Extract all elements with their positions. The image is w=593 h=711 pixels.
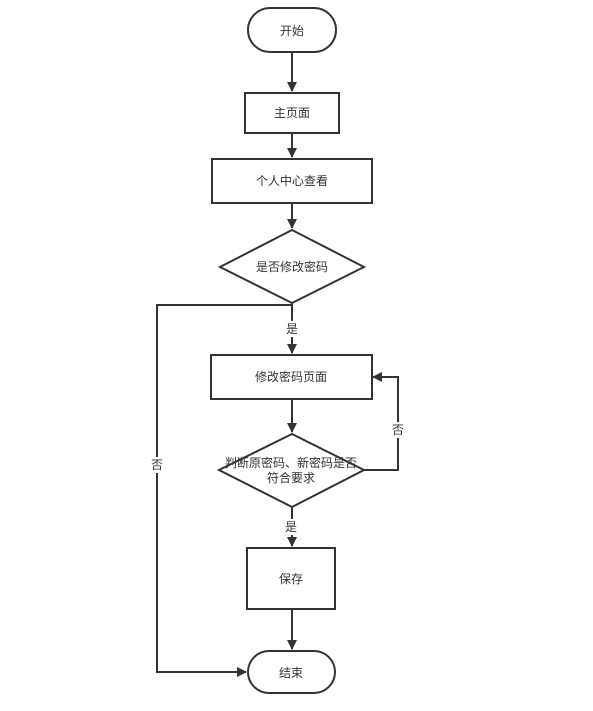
- svg-text:否: 否: [392, 423, 404, 437]
- node-decision-change: 是否修改密码: [217, 228, 367, 305]
- node-end: 结束: [247, 650, 336, 694]
- node-decision-validate: 判断原密码、新密码是否 符合要求: [216, 432, 367, 509]
- svg-text:个人中心查看: 个人中心查看: [256, 173, 328, 188]
- svg-text:开始: 开始: [280, 24, 304, 38]
- node-home: 主页面: [244, 92, 340, 134]
- node-profile: 个人中心查看: [211, 158, 373, 204]
- svg-text:保存: 保存: [279, 572, 303, 586]
- node-save: 保存: [246, 547, 336, 610]
- label-change-yes: 是: [284, 321, 300, 337]
- svg-text:判断原密码、新密码是否: 判断原密码、新密码是否: [225, 455, 357, 470]
- svg-text:是否修改密码: 是否修改密码: [256, 259, 328, 274]
- svg-text:修改密码页面: 修改密码页面: [255, 369, 327, 384]
- svg-text:主页面: 主页面: [274, 106, 310, 120]
- svg-text:是: 是: [286, 322, 298, 336]
- node-change-page: 修改密码页面: [210, 354, 373, 400]
- edge-decision-no: [156, 304, 292, 677]
- label-valid-no: 否: [390, 422, 406, 438]
- svg-text:符合要求: 符合要求: [267, 470, 315, 485]
- svg-text:是: 是: [285, 520, 297, 534]
- svg-text:否: 否: [151, 458, 163, 472]
- label-change-no: 否: [149, 457, 165, 473]
- node-start: 开始: [247, 7, 337, 53]
- svg-text:结束: 结束: [279, 666, 303, 680]
- label-valid-yes: 是: [283, 519, 299, 535]
